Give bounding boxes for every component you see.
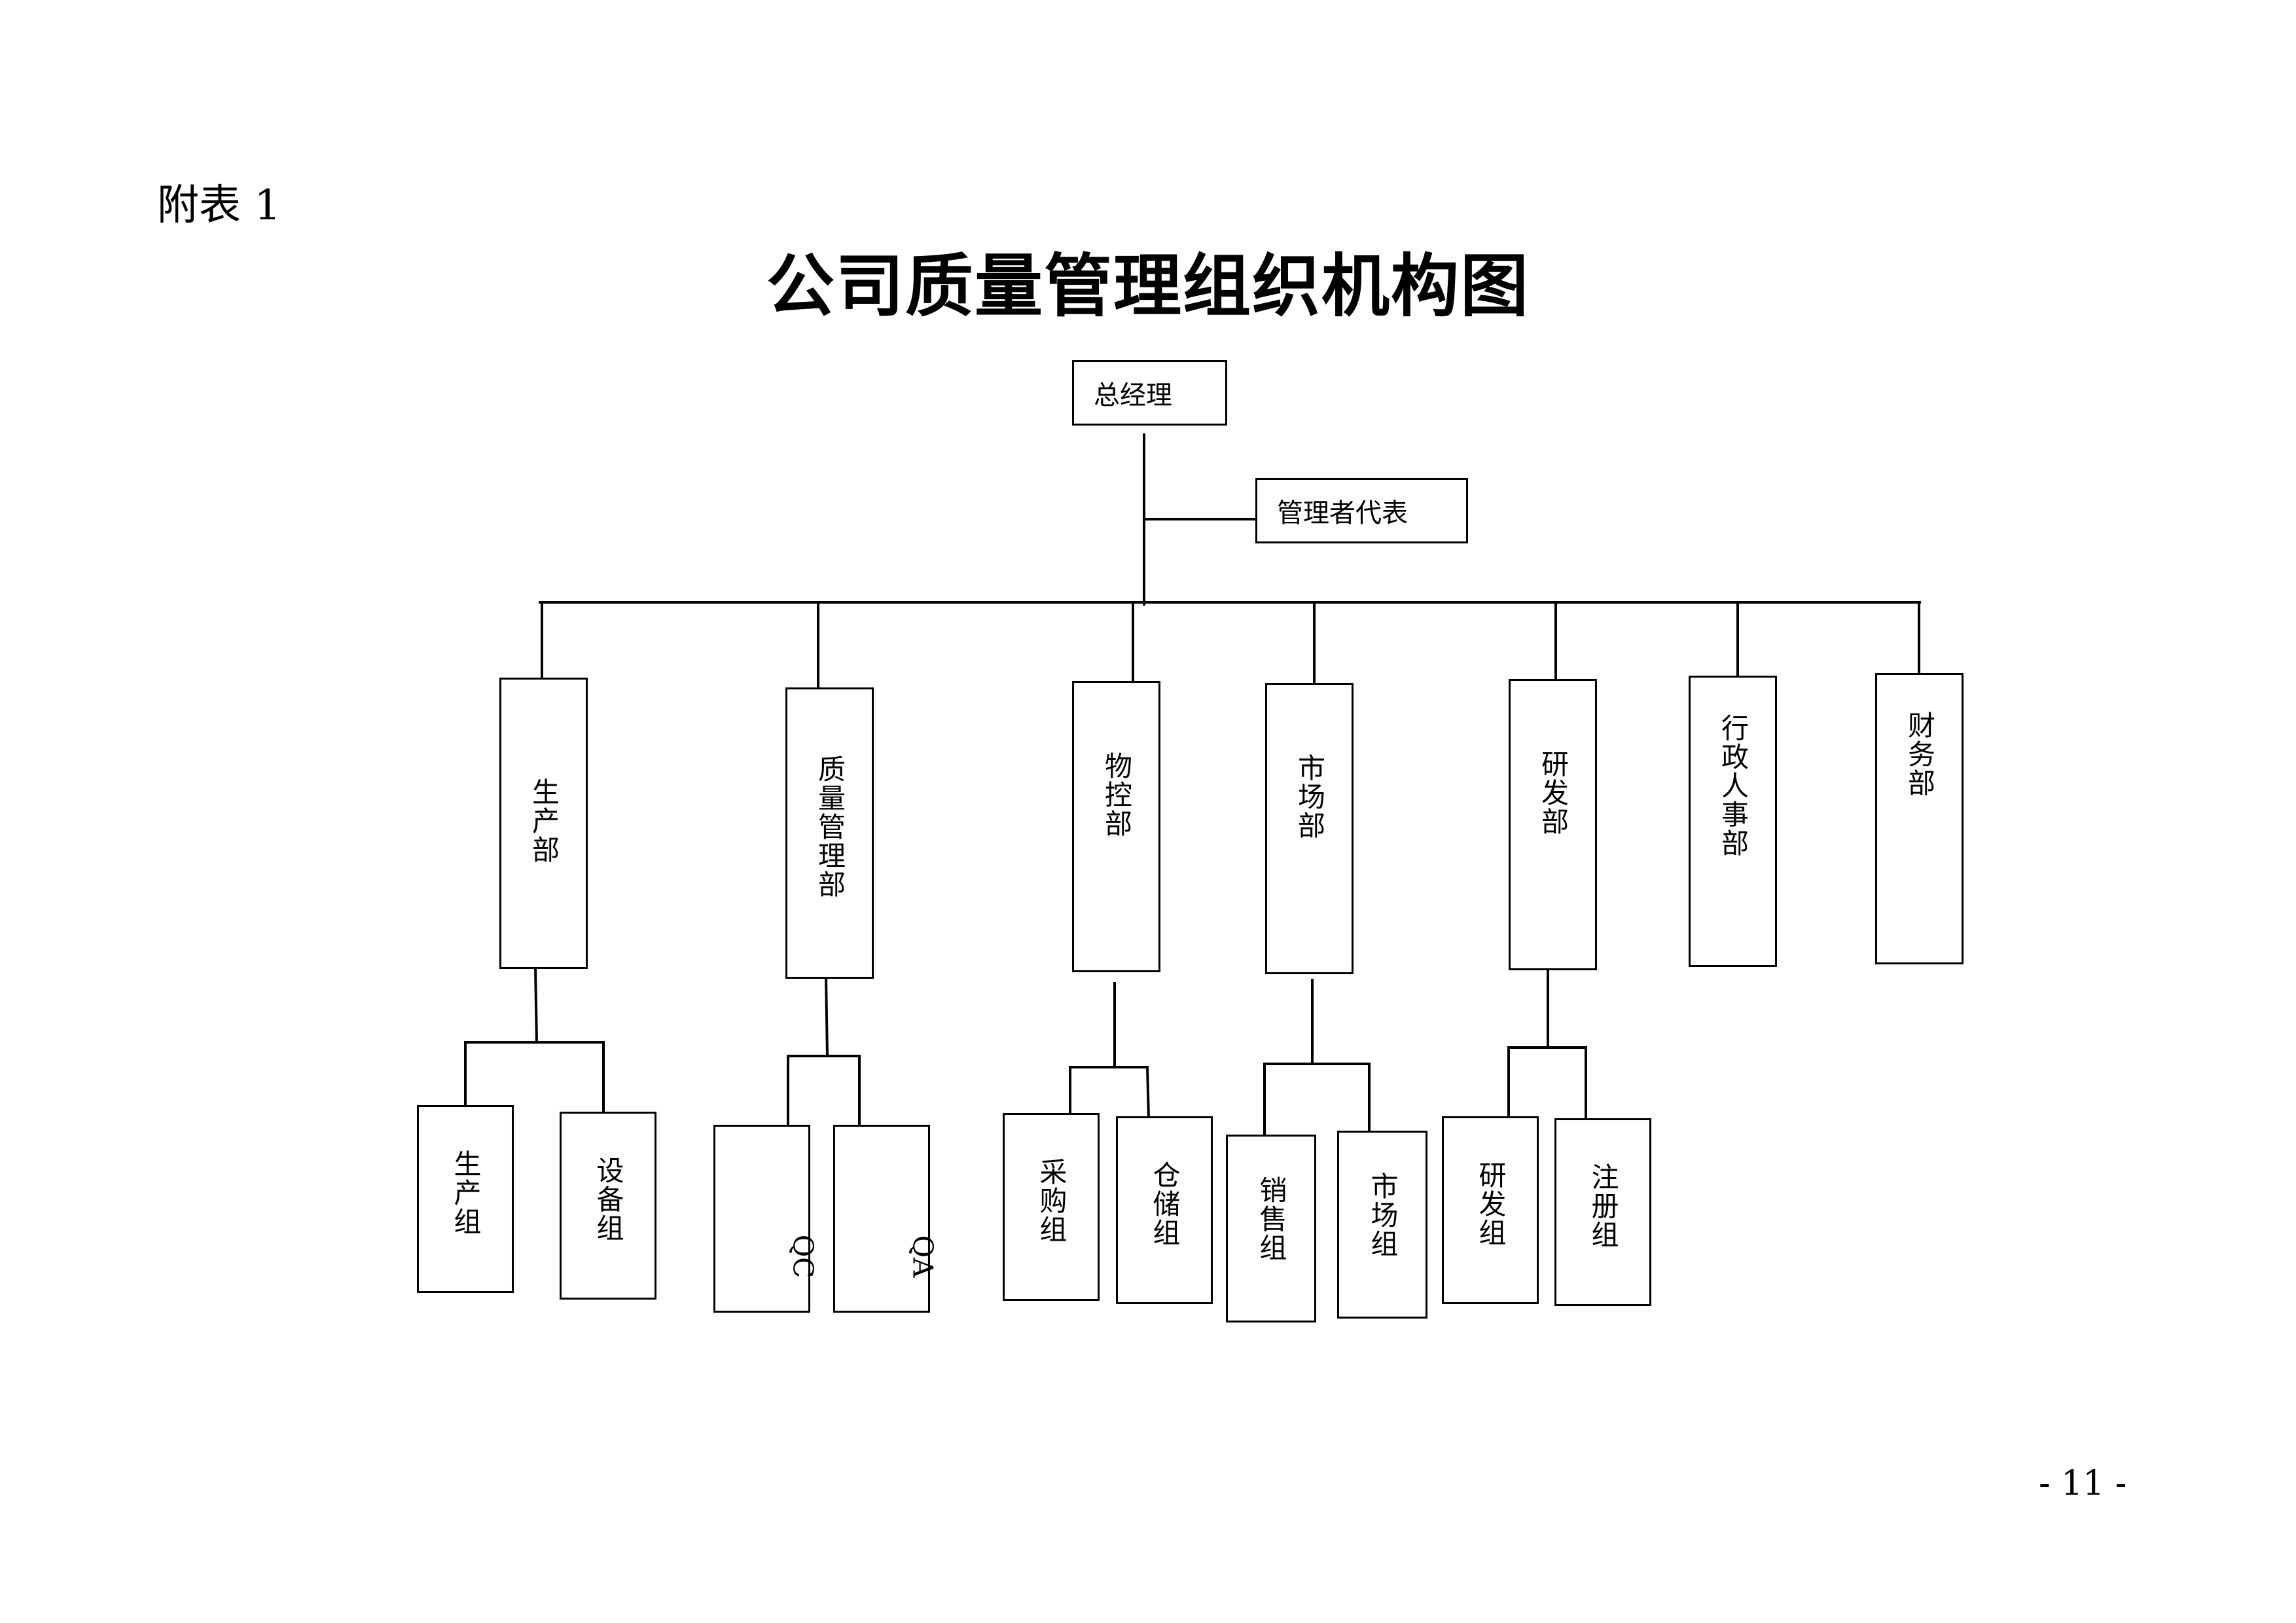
group-equipment: 设备组 [560, 1112, 656, 1300]
group-marketing: 市场组 [1337, 1131, 1427, 1319]
management-representative-box: 管理者代表 [1255, 478, 1468, 543]
dept-label: 财务部 [1903, 711, 1936, 797]
group-sales: 销售组 [1226, 1135, 1316, 1322]
dept-admin-hr: 行政人事部 [1689, 676, 1777, 967]
dept-materials-control: 物控部 [1072, 681, 1160, 972]
group-label: QC [786, 1234, 819, 1279]
dept-production: 生产部 [499, 678, 588, 969]
group-label: 市场组 [1367, 1172, 1399, 1258]
group-warehouse: 仓储组 [1116, 1116, 1213, 1304]
group-label: 注册组 [1587, 1163, 1619, 1249]
group-production: 生产组 [417, 1105, 514, 1293]
dept-label: 行政人事部 [1717, 714, 1749, 858]
appendix-label: 附表 1 [157, 181, 281, 230]
group-label: 设备组 [592, 1156, 624, 1243]
dept-rnd: 研发部 [1509, 679, 1597, 970]
group-qa: QA [833, 1125, 939, 1313]
group-rnd: 研发组 [1442, 1116, 1539, 1304]
group-label: 销售组 [1255, 1176, 1287, 1262]
dept-quality-management: 质量管理部 [785, 687, 874, 979]
dept-label: 物控部 [1100, 752, 1133, 838]
group-label: 仓储组 [1149, 1161, 1181, 1247]
group-label: 采购组 [1035, 1158, 1067, 1244]
dept-label: 市场部 [1293, 754, 1326, 840]
management-representative-label: 管理者代表 [1277, 498, 1408, 528]
dept-label: 生产部 [528, 778, 560, 864]
group-label: 生产组 [450, 1150, 482, 1236]
group-label: QA [906, 1235, 939, 1278]
group-label: 研发组 [1475, 1161, 1507, 1247]
general-manager-box: 总经理 [1072, 360, 1227, 426]
group-qc: QC [713, 1125, 819, 1313]
general-manager-label: 总经理 [1094, 380, 1172, 410]
dept-label: 质量管理部 [814, 755, 846, 899]
dept-market: 市场部 [1265, 683, 1354, 974]
page-number: - 11 - [2039, 1464, 2127, 1503]
page-title: 公司质量管理组织机构图 [766, 246, 1530, 326]
dept-label: 研发部 [1537, 750, 1570, 836]
group-registration: 注册组 [1554, 1118, 1651, 1306]
dept-finance: 财务部 [1875, 673, 1964, 964]
group-purchasing: 采购组 [1003, 1113, 1100, 1301]
